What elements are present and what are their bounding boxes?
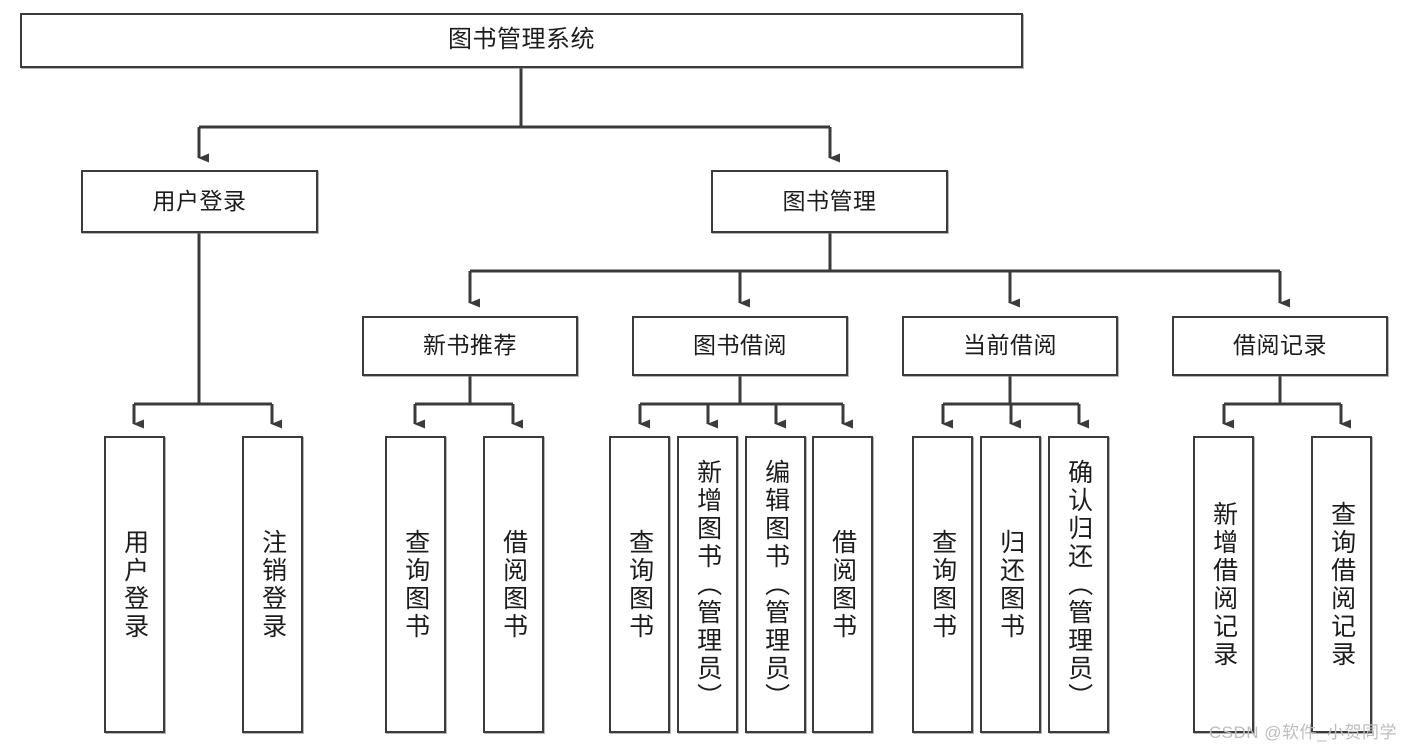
node-leaf-add-book-label: 新增图书（管理员） (693, 458, 722, 711)
node-leaf-query-book-3[interactable]: 查询图书 (912, 436, 973, 733)
node-leaf-query-book-2-label: 查询图书 (625, 528, 654, 641)
node-leaf-query-record[interactable]: 查询借阅记录 (1311, 436, 1372, 733)
node-leaf-borrow-book-1-label: 借阅图书 (499, 528, 528, 641)
node-leaf-borrow-book-2-label: 借阅图书 (828, 528, 857, 641)
node-leaf-confirm-return-label: 确认归还（管理员） (1064, 458, 1093, 711)
node-leaf-logout-label: 注销登录 (258, 528, 287, 641)
node-leaf-edit-book-label: 编辑图书（管理员） (761, 458, 790, 711)
node-leaf-return-book[interactable]: 归还图书 (980, 436, 1041, 733)
node-leaf-user-login-label: 用户登录 (120, 528, 149, 641)
node-user-login-label: 用户登录 (152, 187, 247, 214)
node-user-login[interactable]: 用户登录 (81, 170, 318, 233)
node-leaf-add-record[interactable]: 新增借阅记录 (1193, 436, 1254, 733)
node-leaf-query-book-2[interactable]: 查询图书 (609, 436, 670, 733)
node-leaf-borrow-book-1[interactable]: 借阅图书 (483, 436, 544, 733)
node-book-manage-label: 图书管理 (782, 187, 877, 214)
node-current-borrow[interactable]: 当前借阅 (902, 316, 1118, 376)
node-leaf-borrow-book-2[interactable]: 借阅图书 (812, 436, 873, 733)
node-new-book-rec-label: 新书推荐 (423, 332, 517, 359)
node-book-borrow[interactable]: 图书借阅 (632, 316, 848, 376)
node-leaf-logout[interactable]: 注销登录 (242, 436, 303, 733)
node-leaf-query-book-1-label: 查询图书 (401, 528, 430, 641)
node-leaf-query-book-1[interactable]: 查询图书 (385, 436, 446, 733)
node-leaf-add-book[interactable]: 新增图书（管理员） (677, 436, 738, 733)
csdn-watermark: CSDN @软件_小贺同学 (1208, 723, 1397, 742)
node-leaf-return-book-label: 归还图书 (996, 528, 1025, 641)
node-leaf-confirm-return[interactable]: 确认归还（管理员） (1048, 436, 1109, 733)
node-root[interactable]: 图书管理系统 (20, 13, 1023, 68)
node-book-manage[interactable]: 图书管理 (711, 170, 948, 233)
node-current-borrow-label: 当前借阅 (963, 332, 1057, 359)
node-root-label: 图书管理系统 (448, 26, 595, 54)
node-book-borrow-label: 图书借阅 (693, 332, 787, 359)
node-leaf-query-book-3-label: 查询图书 (928, 528, 957, 641)
node-borrow-record[interactable]: 借阅记录 (1172, 316, 1388, 376)
node-leaf-edit-book[interactable]: 编辑图书（管理员） (745, 436, 806, 733)
node-new-book-rec[interactable]: 新书推荐 (362, 316, 578, 376)
node-borrow-record-label: 借阅记录 (1233, 332, 1327, 359)
node-leaf-user-login[interactable]: 用户登录 (104, 436, 165, 733)
node-leaf-query-record-label: 查询借阅记录 (1327, 500, 1356, 669)
node-leaf-add-record-label: 新增借阅记录 (1209, 500, 1238, 669)
